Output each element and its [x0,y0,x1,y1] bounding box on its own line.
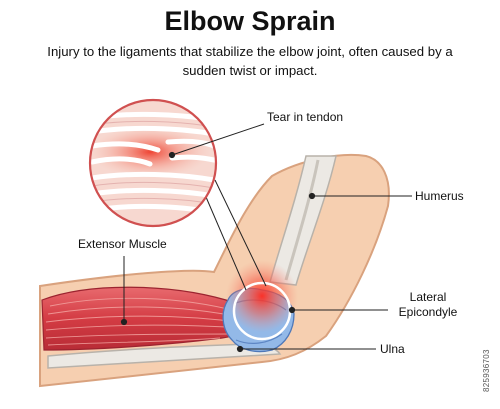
label-lateral-epicondyle: Lateral Epicondyle [388,290,468,320]
muscle-fibers [45,297,247,346]
label-ulna: Ulna [380,342,405,356]
label-extensor-muscle: Extensor Muscle [78,237,167,251]
zoom-connector-1 [205,196,247,291]
label-leaders [120,123,412,353]
zoom-connector-2 [214,179,267,287]
humerus-shading [284,159,320,281]
page-title: Elbow Sprain [164,6,336,36]
label-tear-in-tendon: Tear in tendon [267,110,344,124]
page-subtitle: Injury to the ligaments that stabilize t… [47,44,453,78]
label-humerus: Humerus [415,189,464,203]
stock-image-id: 825936703 [482,349,491,392]
inflammation-glow [226,260,298,332]
label-lateral-line1: Lateral [409,290,447,304]
tendon-zoom-circle [88,98,218,228]
label-lateral-line2: Epicondyle [398,305,458,319]
ulna-bone [47,343,282,369]
